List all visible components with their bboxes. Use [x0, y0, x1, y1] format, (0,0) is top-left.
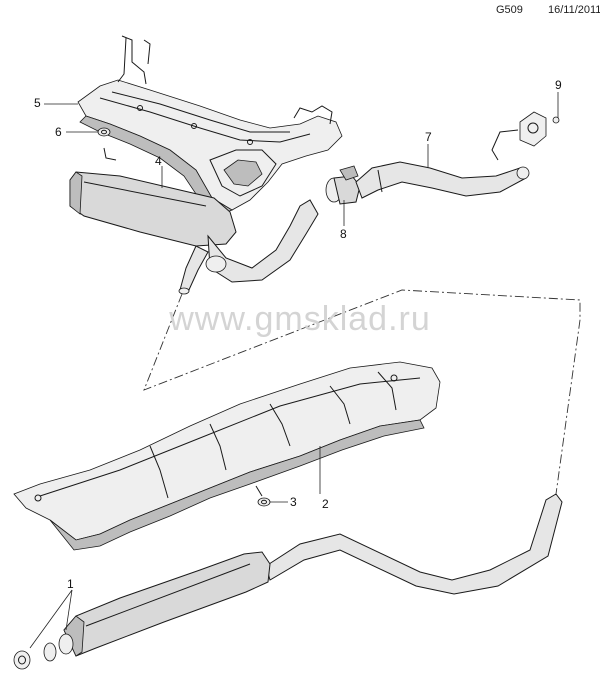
nut-3 [255, 485, 271, 507]
callout-5: 5 [34, 96, 41, 110]
callout-4: 4 [155, 154, 162, 168]
diagram-code: G509 [496, 4, 523, 16]
callout-6: 6 [55, 125, 62, 139]
callout-9: 9 [555, 78, 562, 92]
front-pipe-silencer [13, 493, 563, 670]
rear-silencer [69, 147, 319, 295]
watermark-text: www.gmsklad.ru [169, 300, 431, 338]
callout-7: 7 [425, 130, 432, 144]
upper-heat-shield [77, 35, 343, 215]
connection-line [143, 289, 581, 495]
nut-6 [97, 127, 111, 137]
diagram-date: 16/11/2011 [548, 4, 600, 16]
leader-lines [29, 92, 559, 649]
hanger-bracket-9 [491, 111, 560, 161]
callout-8: 8 [340, 227, 347, 241]
callout-3: 3 [290, 495, 297, 509]
tail-pipe-7 [355, 161, 530, 199]
clamp-8 [325, 165, 361, 205]
lower-heat-shield [13, 361, 441, 551]
callout-2: 2 [322, 497, 329, 511]
callout-1: 1 [67, 577, 74, 591]
